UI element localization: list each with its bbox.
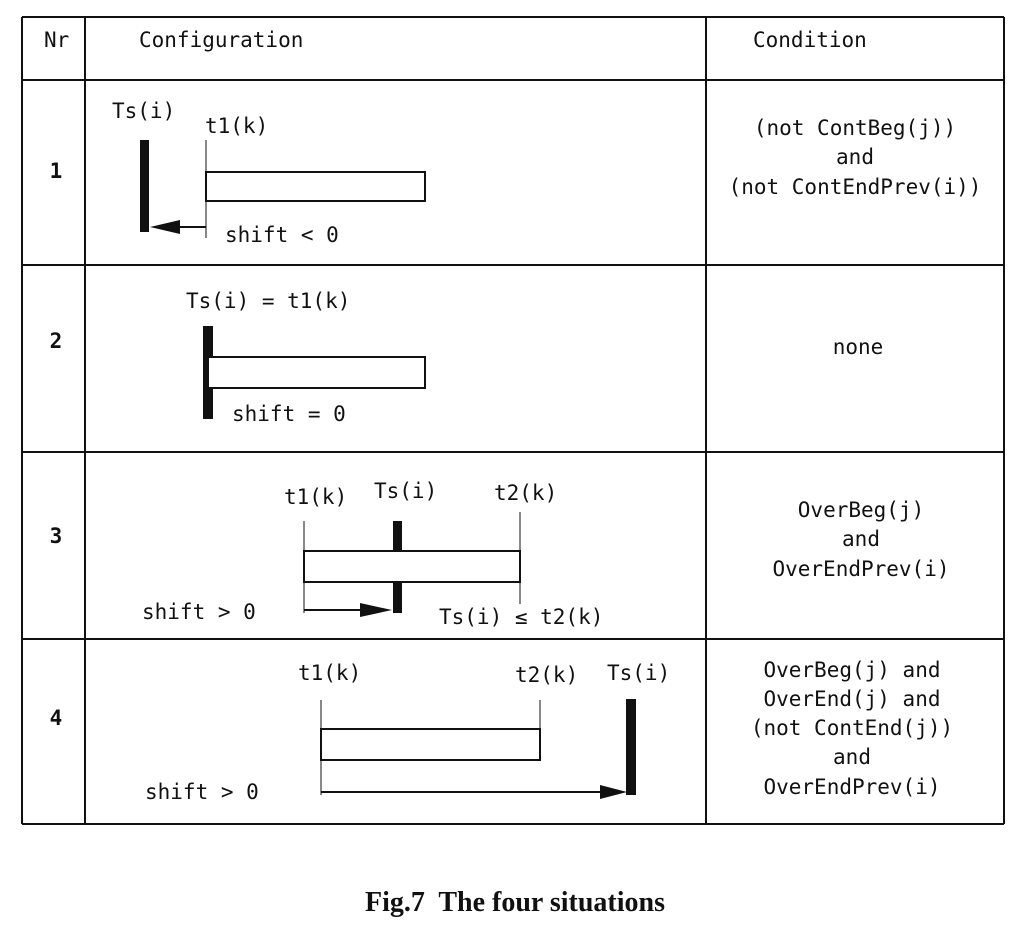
row-3-interval-bar	[303, 550, 521, 583]
row-3-ts-marker-bottom	[393, 582, 402, 613]
row-1-condition-line: (not ContBeg(j))	[754, 116, 956, 140]
row-4-t1-label: t1(k)	[298, 661, 361, 685]
row-1-ts-marker	[140, 140, 149, 232]
row-1-ts-label: Ts(i)	[112, 99, 175, 123]
row-4-nr: 4	[50, 706, 63, 730]
row-3-nr: 3	[50, 524, 63, 548]
row-3-ts-label: Ts(i)	[374, 479, 437, 503]
row-1-t1-label: t1(k)	[205, 114, 268, 138]
row-3-relation-label: Ts(i) ≤ t2(k)	[439, 605, 603, 629]
row-2-interval-bar	[207, 356, 426, 389]
row-1-diagram: Ts(i) t1(k) shift < 0	[112, 99, 426, 247]
row-3-condition: OverBeg(j) and OverEndPrev(i)	[772, 498, 949, 581]
row-4-ts-label: Ts(i)	[607, 661, 670, 685]
row-3-t2-label: t2(k)	[494, 481, 557, 505]
row-4-t2-label: t2(k)	[515, 663, 578, 687]
row-3-condition-line: OverEndPrev(i)	[772, 557, 949, 581]
header-nr: Nr	[44, 28, 69, 52]
row-3-t1-label: t1(k)	[284, 485, 347, 509]
row-3-condition-line: OverBeg(j)	[798, 498, 924, 522]
header-condition: Condition	[753, 28, 867, 52]
row-4-shift-arrowhead	[600, 785, 627, 799]
row-3-diagram: t1(k) Ts(i) t2(k) shift > 0 Ts(i) ≤ t2(k…	[142, 479, 603, 629]
row-4-condition-line: and	[833, 745, 871, 769]
row-1-interval-bar	[205, 171, 426, 202]
header-configuration: Configuration	[139, 28, 303, 52]
row-1-condition-line: and	[836, 145, 874, 169]
row-1-condition-line: (not ContEndPrev(i))	[729, 175, 982, 199]
row-4-ts-marker	[626, 699, 636, 795]
row-3-condition-line: and	[842, 527, 880, 551]
row-1-nr: 1	[50, 159, 63, 183]
row-4-condition-line: OverEndPrev(i)	[763, 775, 940, 799]
row-3-ts-marker-top	[393, 521, 402, 551]
row-4-shift-label: shift > 0	[145, 780, 259, 804]
row-2-condition: none	[833, 335, 884, 359]
table-grid	[21, 16, 1005, 825]
row-1-shift-arrowhead	[150, 220, 180, 234]
row-4-interval-bar	[320, 728, 541, 761]
row-2-nr: 2	[50, 329, 63, 353]
row-4-condition: OverBeg(j) and OverEnd(j) and (not ContE…	[751, 658, 953, 799]
row-3-shift-arrowhead	[360, 603, 392, 617]
row-1-condition: (not ContBeg(j)) and (not ContEndPrev(i)…	[729, 116, 982, 199]
row-2-condition-line: none	[833, 335, 884, 359]
row-2-ts-eq-label: Ts(i) = t1(k)	[186, 289, 350, 313]
row-4-condition-line: OverBeg(j) and	[763, 658, 940, 682]
row-4-condition-line: (not ContEnd(j))	[751, 716, 953, 740]
row-2-shift-label: shift = 0	[232, 402, 346, 426]
row-4-condition-line: OverEnd(j) and	[763, 687, 940, 711]
row-3-shift-label: shift > 0	[142, 600, 256, 624]
row-4-diagram: t1(k) t2(k) Ts(i) shift > 0	[145, 661, 670, 804]
row-1-shift-label: shift < 0	[225, 223, 339, 247]
row-2-diagram: Ts(i) = t1(k) shift = 0	[186, 289, 426, 426]
figure-caption: Fig.7 The four situations	[365, 887, 665, 918]
